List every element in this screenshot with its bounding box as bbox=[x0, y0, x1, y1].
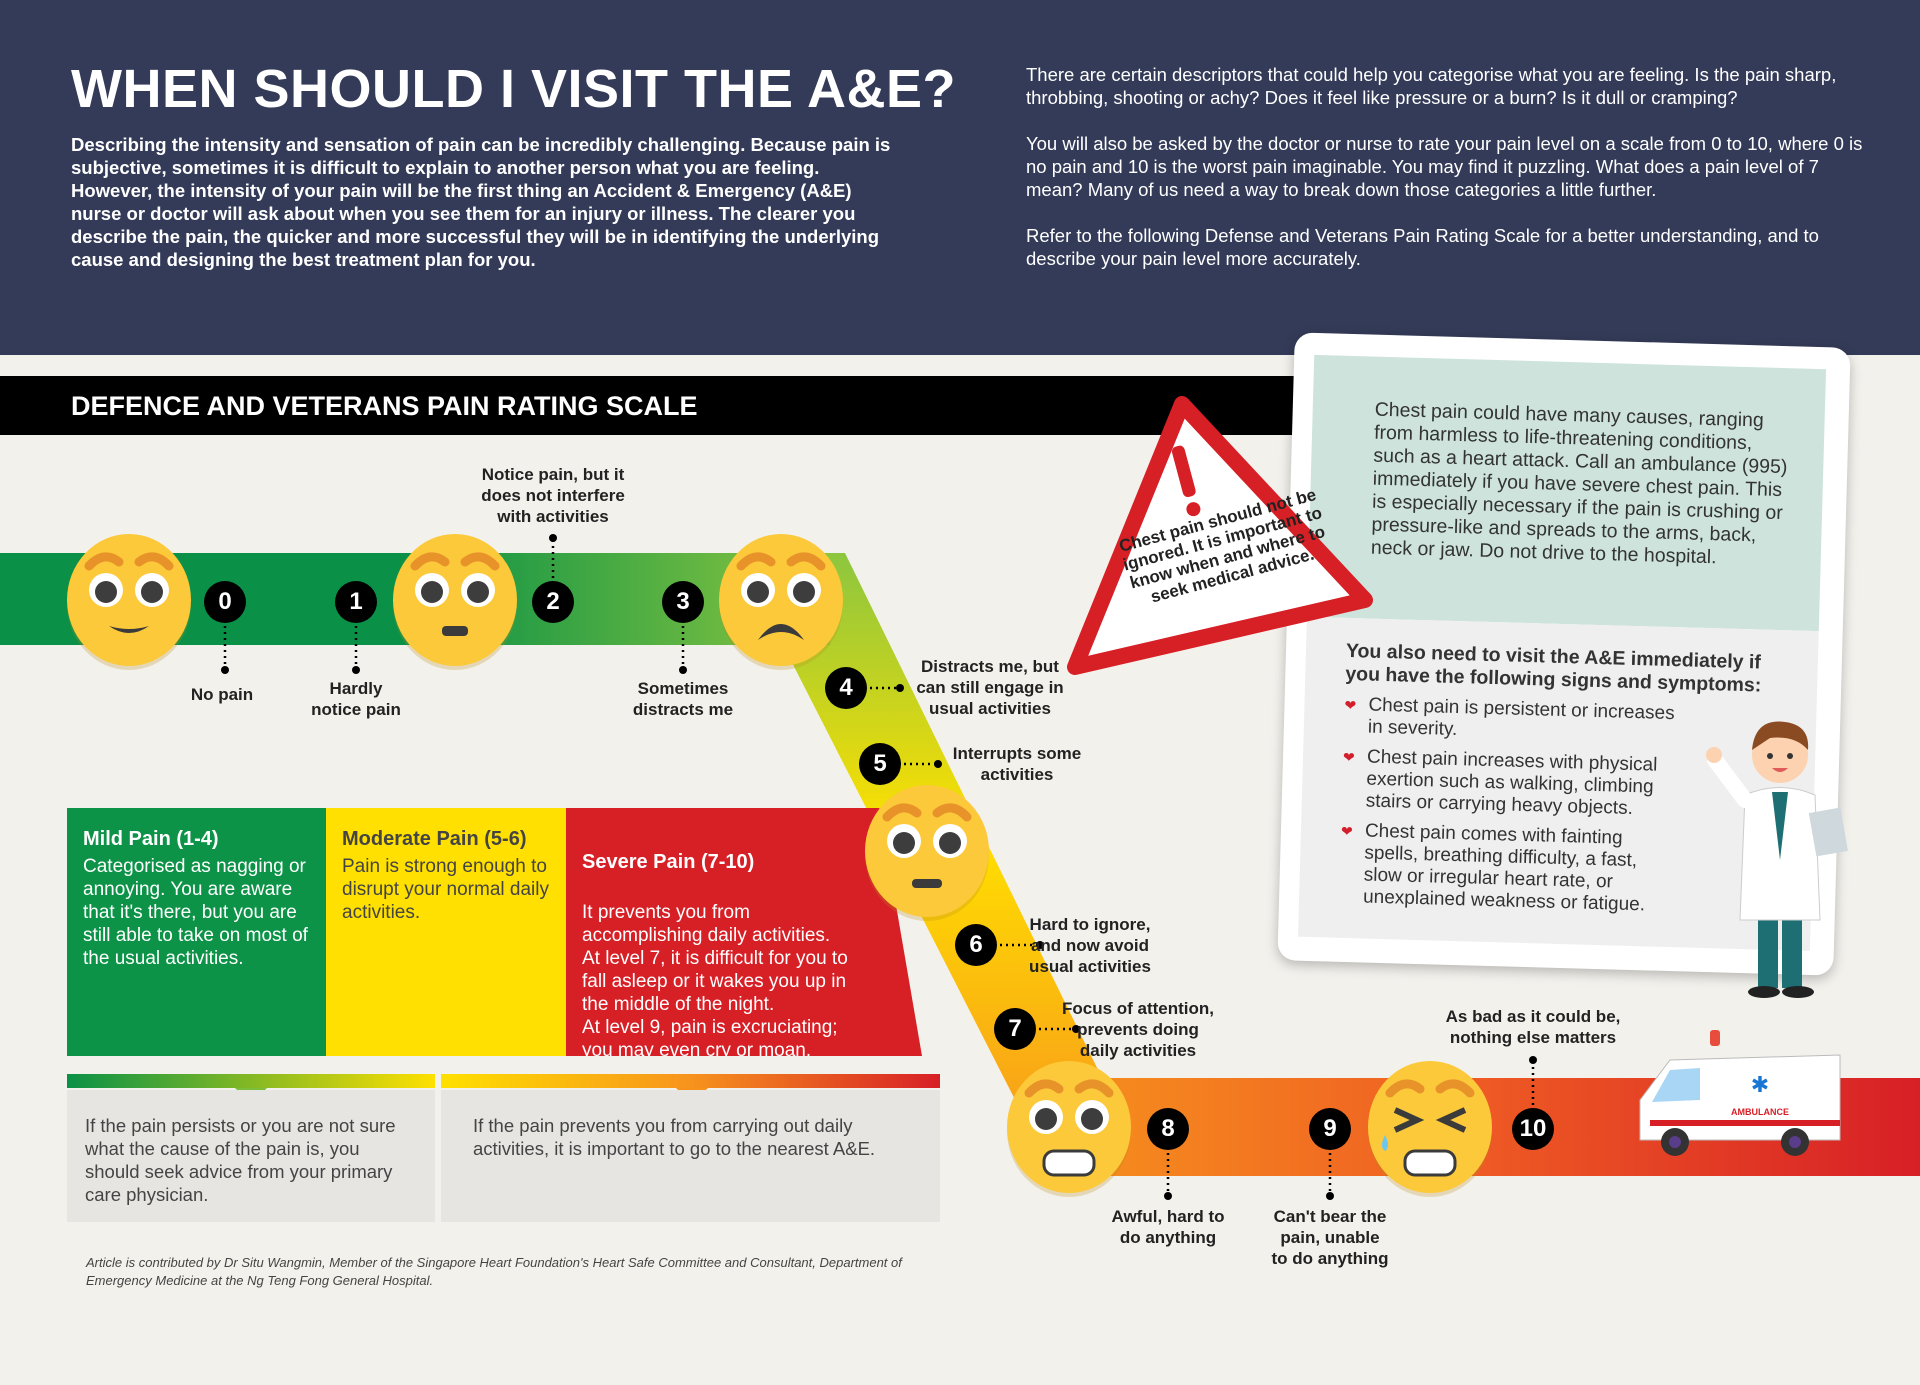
intro-right-p2: You will also be asked by the doctor or … bbox=[1026, 133, 1863, 200]
leader-line bbox=[1164, 1129, 1172, 1200]
symptoms-heading: You also need to visit the A&E immediate… bbox=[1345, 639, 1762, 697]
level-9-label: Can't bear the pain, unable to do anythi… bbox=[1271, 1207, 1389, 1268]
face-neutral-icon bbox=[390, 528, 520, 677]
level-0-badge: 0 bbox=[204, 581, 246, 623]
advice-ae: If the pain prevents you from carrying o… bbox=[441, 1090, 940, 1222]
leader-line bbox=[352, 602, 360, 674]
level-10-badge: 10 bbox=[1512, 1108, 1554, 1150]
advice-physician: If the pain persists or you are not sure… bbox=[67, 1090, 435, 1222]
category-text: Categorised as nagging or annoying. You … bbox=[83, 856, 308, 969]
category-severe: Severe Pain (7-10) It prevents you from … bbox=[566, 808, 922, 1056]
face-grimace-icon bbox=[1004, 1055, 1134, 1204]
heart-icon: ❤ bbox=[1342, 748, 1355, 766]
intro-right: There are certain descriptors that could… bbox=[1026, 63, 1866, 293]
intro-right-p3: Refer to the following Defense and Veter… bbox=[1026, 225, 1819, 269]
level-6-label: Hard to ignore, and now avoid usual acti… bbox=[1029, 915, 1151, 976]
leader-line bbox=[1326, 1129, 1334, 1200]
heart-icon: ❤ bbox=[1344, 696, 1357, 714]
intro-paragraph: Describing the intensity and sensation o… bbox=[71, 134, 891, 270]
page-title: WHEN SHOULD I VISIT THE A&E? bbox=[71, 59, 957, 119]
level-7-badge: 7 bbox=[994, 1008, 1036, 1050]
category-moderate: Moderate Pain (5-6) Pain is strong enoug… bbox=[326, 808, 566, 1056]
level-0-label: No pain bbox=[190, 685, 254, 704]
header-banner bbox=[0, 0, 1920, 355]
face-smile-icon bbox=[64, 528, 194, 677]
heart-icon: ❤ bbox=[1340, 822, 1353, 840]
svg-text:✱: ✱ bbox=[1751, 1072, 1769, 1097]
leader-line bbox=[221, 602, 229, 674]
level-4-label: Distracts me, but can still engage in us… bbox=[916, 657, 1064, 718]
leader-line bbox=[880, 760, 942, 768]
face-crying-squint-icon bbox=[1365, 1055, 1495, 1204]
leader-line bbox=[976, 941, 1044, 949]
level-2-badge: 2 bbox=[532, 581, 574, 623]
level-5-badge: 5 bbox=[859, 743, 901, 785]
category-text: It prevents you from accomplishing daily… bbox=[582, 902, 848, 1061]
symptom-item: ❤Chest pain increases with physical exer… bbox=[1342, 746, 1658, 819]
leader-line bbox=[1015, 1025, 1080, 1033]
symptom-item: ❤Chest pain is persistent or increases i… bbox=[1344, 694, 1675, 741]
level-1-badge: 1 bbox=[335, 581, 377, 623]
ambulance-label: AMBULANCE bbox=[1731, 1107, 1789, 1117]
advice-gradient-left bbox=[67, 1074, 435, 1088]
category-text: Pain is strong enough to disrupt your no… bbox=[342, 856, 549, 923]
level-9-badge: 9 bbox=[1309, 1108, 1351, 1150]
scale-title: DEFENCE AND VETERANS PAIN RATING SCALE bbox=[71, 391, 698, 421]
level-5-label: Interrupts some activities bbox=[952, 744, 1082, 784]
leader-line bbox=[679, 602, 687, 674]
leader-line bbox=[549, 534, 557, 602]
ambulance-illustration: ✱ AMBULANCE bbox=[1639, 1030, 1841, 1156]
category-mild: Mild Pain (1-4) Categorised as nagging o… bbox=[67, 808, 326, 1056]
leader-line bbox=[1529, 1056, 1537, 1129]
advice-gradient-right bbox=[441, 1074, 940, 1088]
scale-title-bar bbox=[0, 376, 1302, 435]
level-2-label: Notice pain, but it does not interfere w… bbox=[481, 465, 625, 526]
category-title: Moderate Pain (5-6) bbox=[342, 828, 527, 850]
intro-right-p1: There are certain descriptors that could… bbox=[1026, 64, 1837, 108]
level-8-label: Awful, hard to do anything bbox=[1111, 1207, 1225, 1247]
symptom-item: ❤Chest pain comes with fainting spells, … bbox=[1340, 820, 1646, 916]
level-10-label: As bad as it could be, nothing else matt… bbox=[1445, 1007, 1621, 1047]
exclamation-icon bbox=[1171, 445, 1201, 517]
level-8-badge: 8 bbox=[1147, 1108, 1189, 1150]
category-title: Severe Pain (7-10) bbox=[582, 851, 755, 873]
level-1-label: Hardly notice pain bbox=[311, 679, 401, 719]
category-title: Mild Pain (1-4) bbox=[83, 828, 219, 850]
level-6-badge: 6 bbox=[955, 924, 997, 966]
level-3-label: Sometimes distracts me bbox=[632, 679, 734, 719]
leader-line bbox=[846, 684, 904, 692]
warning-triangle bbox=[1067, 396, 1373, 675]
level-3-badge: 3 bbox=[662, 581, 704, 623]
face-worried-icon bbox=[862, 779, 992, 928]
siren-icon bbox=[1710, 1030, 1720, 1046]
doctor-illustration bbox=[1706, 721, 1848, 998]
footnote: Article is contributed by Dr Situ Wangmi… bbox=[86, 1255, 902, 1288]
face-frown-icon bbox=[716, 528, 846, 677]
level-4-badge: 4 bbox=[825, 667, 867, 709]
level-7-label: Focus of attention, prevents doing daily… bbox=[1061, 999, 1215, 1060]
